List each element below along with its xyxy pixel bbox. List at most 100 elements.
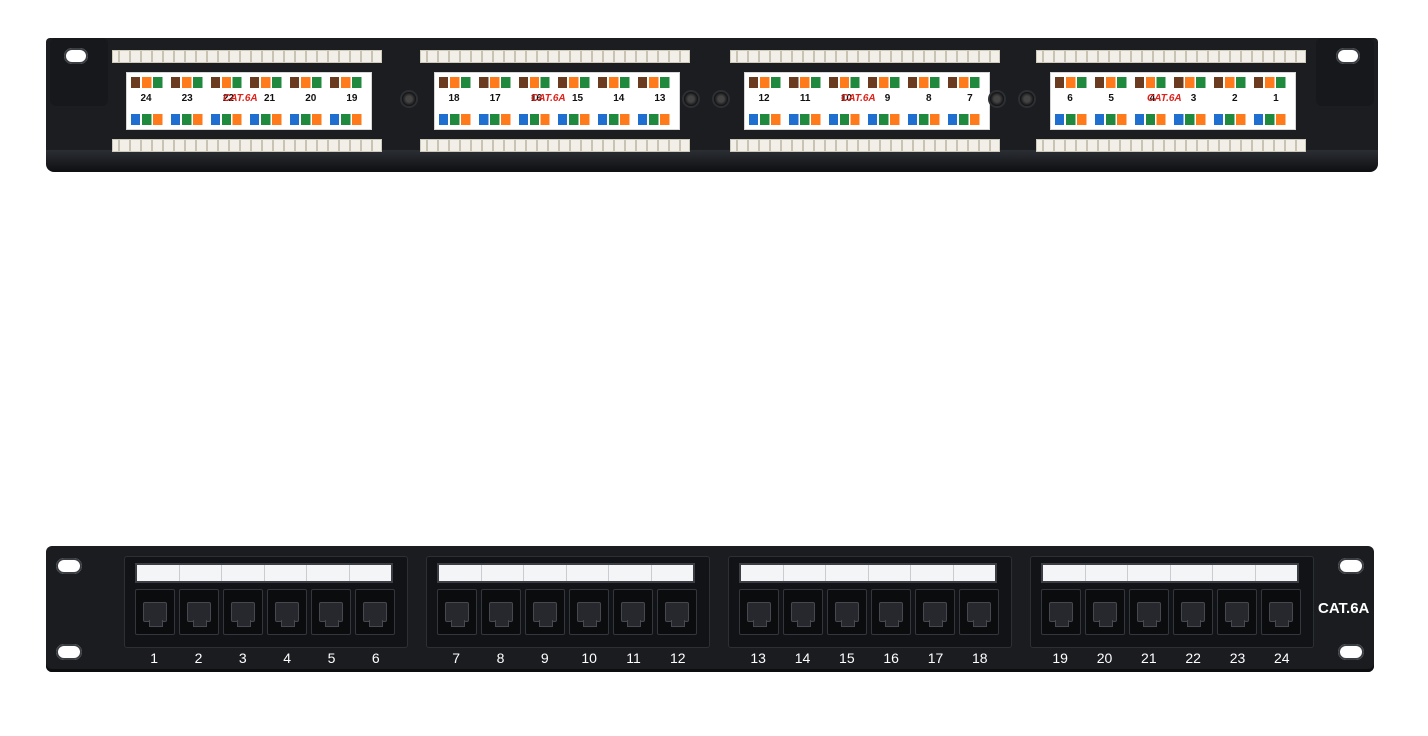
rj45-port-16[interactable]	[871, 589, 911, 635]
rj45-port-1[interactable]	[135, 589, 175, 635]
mount-hole	[1336, 48, 1360, 64]
rear-port-number: 6	[1067, 93, 1073, 104]
wiring-label-card: 12 11 10 9 8 7 CAT.6A	[744, 72, 990, 130]
punchdown-block-2: 18 17 16 15 14 13 CAT.6A	[420, 50, 690, 152]
rj45-port-3[interactable]	[223, 589, 263, 635]
front-port-number: 8	[496, 650, 505, 666]
idc-strip	[730, 139, 1000, 152]
label-window	[135, 563, 393, 583]
jack-block-4	[1030, 556, 1314, 648]
mount-hole	[56, 558, 82, 574]
front-port-numbers: 13 14 15 16 17 18	[728, 650, 1010, 668]
rear-port-number: 1	[1273, 93, 1279, 104]
mount-hole	[56, 644, 82, 660]
rear-port-number: 16	[530, 93, 542, 104]
wiring-color-row-a	[131, 77, 367, 88]
front-port-number: 2	[194, 650, 203, 666]
rj45-port-18[interactable]	[959, 589, 999, 635]
cat6a-tag: CAT.6A	[841, 93, 876, 104]
rear-port-numbers: 24 23 22 21 20 19	[131, 93, 367, 109]
rj45-port-19[interactable]	[1041, 589, 1081, 635]
front-port-number: 4	[283, 650, 292, 666]
screw-icon	[714, 92, 728, 106]
rear-port-number: 4	[1149, 93, 1156, 104]
wiring-color-row-a	[1055, 77, 1291, 88]
rj45-port-12[interactable]	[657, 589, 697, 635]
label-window	[1041, 563, 1299, 583]
rj45-port-13[interactable]	[739, 589, 779, 635]
rear-port-number: 7	[967, 93, 973, 104]
rj45-port-15[interactable]	[827, 589, 867, 635]
rj45-port-9[interactable]	[525, 589, 565, 635]
punchdown-block-4: 6 5 4 3 2 1 CAT.6A	[1036, 50, 1306, 152]
wiring-label-card: 18 17 16 15 14 13 CAT.6A	[434, 72, 680, 130]
rear-port-number: 2	[1231, 93, 1238, 104]
front-port-number: 23	[1229, 650, 1246, 666]
front-port-numbers: 7 8 9 10 11 12	[426, 650, 708, 668]
front-port-number: 6	[371, 650, 380, 666]
screw-icon	[990, 92, 1004, 106]
screw-icon	[1020, 92, 1034, 106]
jack-row	[739, 589, 999, 635]
rear-port-number: 22	[222, 93, 234, 104]
rear-port-number: 15	[572, 93, 584, 104]
front-port-number: 20	[1096, 650, 1113, 666]
rj45-port-5[interactable]	[311, 589, 351, 635]
rj45-port-10[interactable]	[569, 589, 609, 635]
wiring-color-row-b	[1055, 114, 1291, 125]
rj45-port-17[interactable]	[915, 589, 955, 635]
front-port-number: 9	[540, 650, 549, 666]
punchdown-block-3: 12 11 10 9 8 7 CAT.6A	[730, 50, 1000, 152]
rear-port-number: 14	[613, 93, 625, 104]
rj45-port-7[interactable]	[437, 589, 477, 635]
front-port-number: 5	[327, 650, 336, 666]
front-port-number: 19	[1052, 650, 1068, 666]
idc-strip	[1036, 139, 1306, 152]
idc-strip	[1036, 50, 1306, 63]
front-port-number: 16	[883, 650, 899, 666]
front-port-number: 18	[972, 650, 988, 666]
rear-port-number: 18	[448, 93, 460, 104]
front-port-number: 12	[670, 650, 686, 666]
wiring-color-row-a	[749, 77, 985, 88]
rj45-port-21[interactable]	[1129, 589, 1169, 635]
rear-port-number: 23	[181, 93, 193, 104]
rj45-port-23[interactable]	[1217, 589, 1257, 635]
front-port-numbers: 19 20 21 22 23 24	[1030, 650, 1312, 668]
front-port-number: 7	[452, 650, 461, 666]
front-port-number: 11	[626, 650, 641, 666]
cat6a-tag: CAT.6A	[223, 93, 258, 104]
front-port-numbers: 1 2 3 4 5 6	[124, 650, 406, 668]
rj45-port-2[interactable]	[179, 589, 219, 635]
front-port-number: 21	[1141, 650, 1157, 666]
rj45-port-6[interactable]	[355, 589, 395, 635]
front-port-number: 1	[150, 650, 159, 666]
rear-port-number: 21	[264, 93, 276, 104]
rj45-port-20[interactable]	[1085, 589, 1125, 635]
rear-port-number: 8	[925, 93, 932, 104]
rear-port-number: 9	[884, 93, 891, 104]
rj45-port-8[interactable]	[481, 589, 521, 635]
wiring-color-row-b	[749, 114, 985, 125]
rear-port-number: 3	[1190, 93, 1197, 104]
idc-strip	[420, 50, 690, 63]
rj45-port-4[interactable]	[267, 589, 307, 635]
wiring-color-row-b	[131, 114, 367, 125]
mount-hole	[1338, 558, 1364, 574]
front-port-number: 17	[927, 650, 944, 666]
rj45-port-24[interactable]	[1261, 589, 1301, 635]
cat6a-badge: CAT.6A	[1318, 600, 1370, 617]
cat6a-tag: CAT.6A	[1147, 93, 1182, 104]
punchdown-block-1: 24 23 22 21 20 19 CAT.6A	[112, 50, 382, 152]
label-window	[437, 563, 695, 583]
rj45-port-22[interactable]	[1173, 589, 1213, 635]
rear-port-number: 10	[840, 93, 852, 104]
rj45-port-11[interactable]	[613, 589, 653, 635]
rear-port-numbers: 12 11 10 9 8 7	[749, 93, 985, 109]
jack-row	[1041, 589, 1301, 635]
front-port-number: 22	[1185, 650, 1201, 666]
mount-hole	[64, 48, 88, 64]
front-port-number: 10	[581, 650, 597, 666]
rj45-port-14[interactable]	[783, 589, 823, 635]
front-port-number: 13	[750, 650, 766, 666]
